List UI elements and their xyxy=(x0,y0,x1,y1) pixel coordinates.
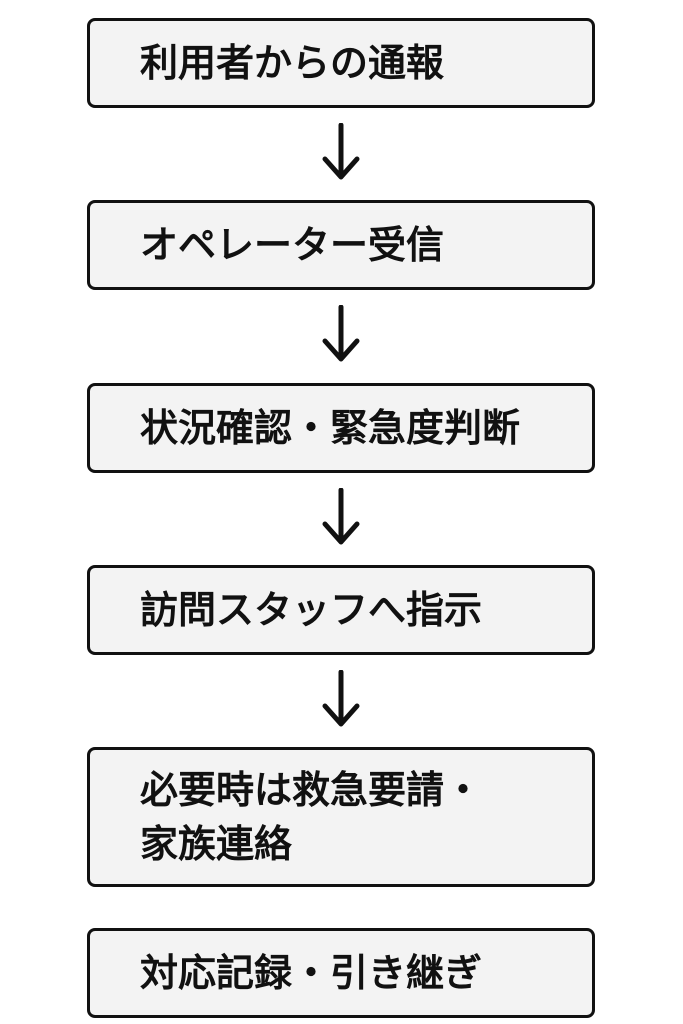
step-label-line2: 家族連絡 xyxy=(140,822,293,866)
arrow-down-icon xyxy=(321,123,361,181)
step-emergency-family: 必要時は救急要請・ 家族連絡 xyxy=(87,747,595,887)
step-situation-check: 状況確認・緊急度判断 xyxy=(87,383,595,473)
step-label: 対応記録・引き継ぎ xyxy=(140,951,483,995)
step-user-report: 利用者からの通報 xyxy=(87,18,595,108)
arrow-down-icon xyxy=(321,670,361,728)
step-label: オペレーター受信 xyxy=(140,223,445,267)
arrow-down-icon xyxy=(321,488,361,546)
step-label: 状況確認・緊急度判断 xyxy=(140,406,521,450)
step-label-line1: 必要時は救急要請・ xyxy=(140,768,483,812)
step-operator-receive: オペレーター受信 xyxy=(87,200,595,290)
step-label: 利用者からの通報 xyxy=(140,41,445,85)
step-staff-instruction: 訪問スタッフへ指示 xyxy=(87,565,595,655)
step-label: 訪問スタッフへ指示 xyxy=(140,588,483,632)
arrow-down-icon xyxy=(321,305,361,363)
step-record-handover: 対応記録・引き継ぎ xyxy=(87,928,595,1018)
